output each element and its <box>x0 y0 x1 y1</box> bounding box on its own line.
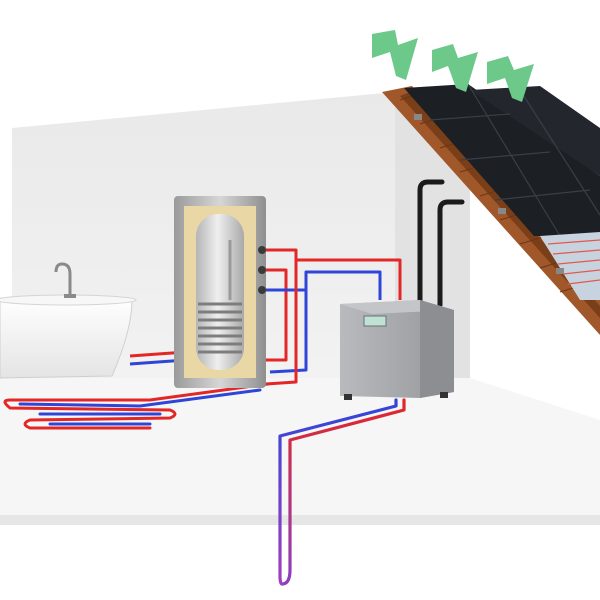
hot-water-tank <box>174 196 266 388</box>
solar-thermal-collector <box>540 232 600 300</box>
collector-tubes <box>547 239 600 285</box>
arrow-up-icon <box>487 56 534 102</box>
solar-pipe-b <box>437 199 465 308</box>
arrow-up-icon <box>432 44 478 92</box>
solar-panel-upper <box>470 86 600 176</box>
solar-panels <box>404 83 600 300</box>
floor-supply-hot <box>265 260 298 386</box>
tank-port <box>258 286 266 294</box>
tank-loop-hot <box>266 268 288 362</box>
mount-bracket <box>414 114 422 120</box>
tank-port <box>258 266 266 274</box>
solar-panel-grid <box>429 83 600 237</box>
floor-loop-cold <box>18 388 262 426</box>
faucet-base <box>64 294 76 298</box>
heat-pump-side <box>420 300 454 398</box>
mount-bracket <box>556 268 564 274</box>
solar-panel-array <box>404 84 600 236</box>
heat-pump-foot <box>440 392 448 398</box>
floor <box>0 378 600 515</box>
floor-edge <box>0 515 600 525</box>
solar-pipes <box>417 179 465 308</box>
ground-loop-hot <box>280 398 406 586</box>
floor-loop-hot <box>3 382 270 430</box>
bathtub-icon <box>0 297 133 379</box>
solar-pipe-a <box>417 179 445 308</box>
tank-port <box>258 246 266 254</box>
mount-bracket <box>498 208 506 214</box>
arrow-up-icon <box>372 30 418 80</box>
tank-loop-cold <box>269 290 308 374</box>
tank-inner <box>196 214 244 370</box>
underfloor-heating <box>3 382 270 430</box>
roof-shadow <box>400 92 600 318</box>
heat-arrows <box>372 30 534 102</box>
tank-coil <box>198 302 242 354</box>
roof <box>382 83 600 335</box>
ground-loop-cold <box>278 398 398 586</box>
faucet-icon <box>54 262 72 296</box>
return-pipe-cold <box>266 270 382 300</box>
ground-probe <box>278 398 406 586</box>
roof-beam <box>382 86 600 335</box>
heat-pump-foot <box>344 394 352 400</box>
heat-pump-display <box>363 315 387 327</box>
heat-pump <box>340 300 454 400</box>
tank-pump-pipes <box>265 248 402 386</box>
bathtub <box>0 262 137 379</box>
